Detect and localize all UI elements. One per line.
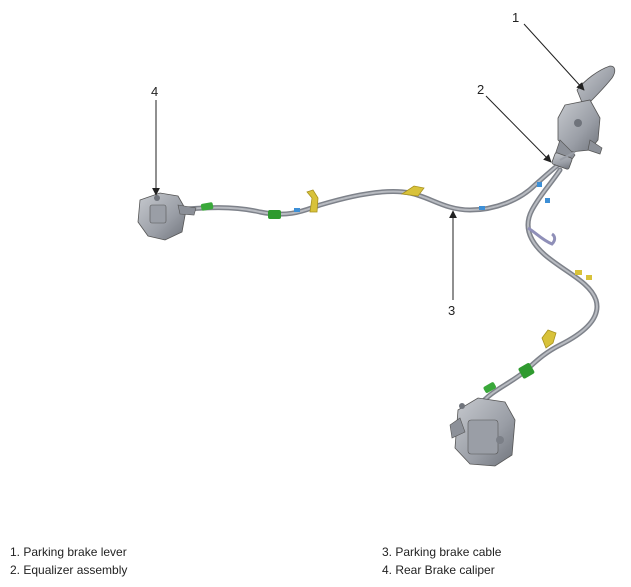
grommet-green: [200, 202, 214, 211]
cable-clip-bracket: [527, 226, 557, 246]
callout-2: 2: [477, 82, 484, 97]
legend-item-equalizer-assembly: 2. Equalizer assembly: [10, 563, 128, 577]
grommet-green: [483, 382, 496, 393]
legend-left: 1. Parking brake lever 2. Equalizer asse…: [10, 543, 127, 579]
leader-line-1: [523, 23, 585, 91]
callout-3: 3: [448, 303, 455, 318]
connector-yellow: [586, 275, 592, 280]
parking-brake-cable-left: [169, 162, 561, 217]
legend-item-parking-brake-lever: 1. Parking brake lever: [10, 545, 127, 559]
legend-item-rear-brake-caliper: 4. Rear Brake caliper: [382, 563, 495, 577]
grommet-green: [268, 210, 281, 219]
connector-blue: [537, 182, 542, 187]
rear-brake-caliper-left: [137, 192, 197, 241]
callout-1: 1: [512, 10, 519, 25]
parking-brake-diagram: 1 2 3 4: [137, 10, 616, 467]
legend-item-parking-brake-cable: 3. Parking brake cable: [382, 545, 502, 559]
legend-right: 3. Parking brake cable 4. Rear Brake cal…: [382, 543, 501, 579]
connector-blue: [545, 198, 550, 203]
mounting-bracket-yellow: [400, 185, 425, 197]
parking-brake-lever: [554, 65, 616, 163]
connector-blue: [479, 206, 485, 210]
mounting-bracket-yellow: [541, 329, 557, 349]
connector-yellow: [575, 270, 582, 275]
equalizer-assembly: [551, 151, 576, 170]
leader-line-2: [485, 95, 552, 163]
rear-brake-caliper-lower: [449, 397, 516, 467]
callout-4: 4: [151, 84, 158, 99]
mounting-bracket-yellow: [306, 189, 319, 213]
connector-blue: [294, 208, 300, 212]
grommet-green: [518, 363, 535, 379]
